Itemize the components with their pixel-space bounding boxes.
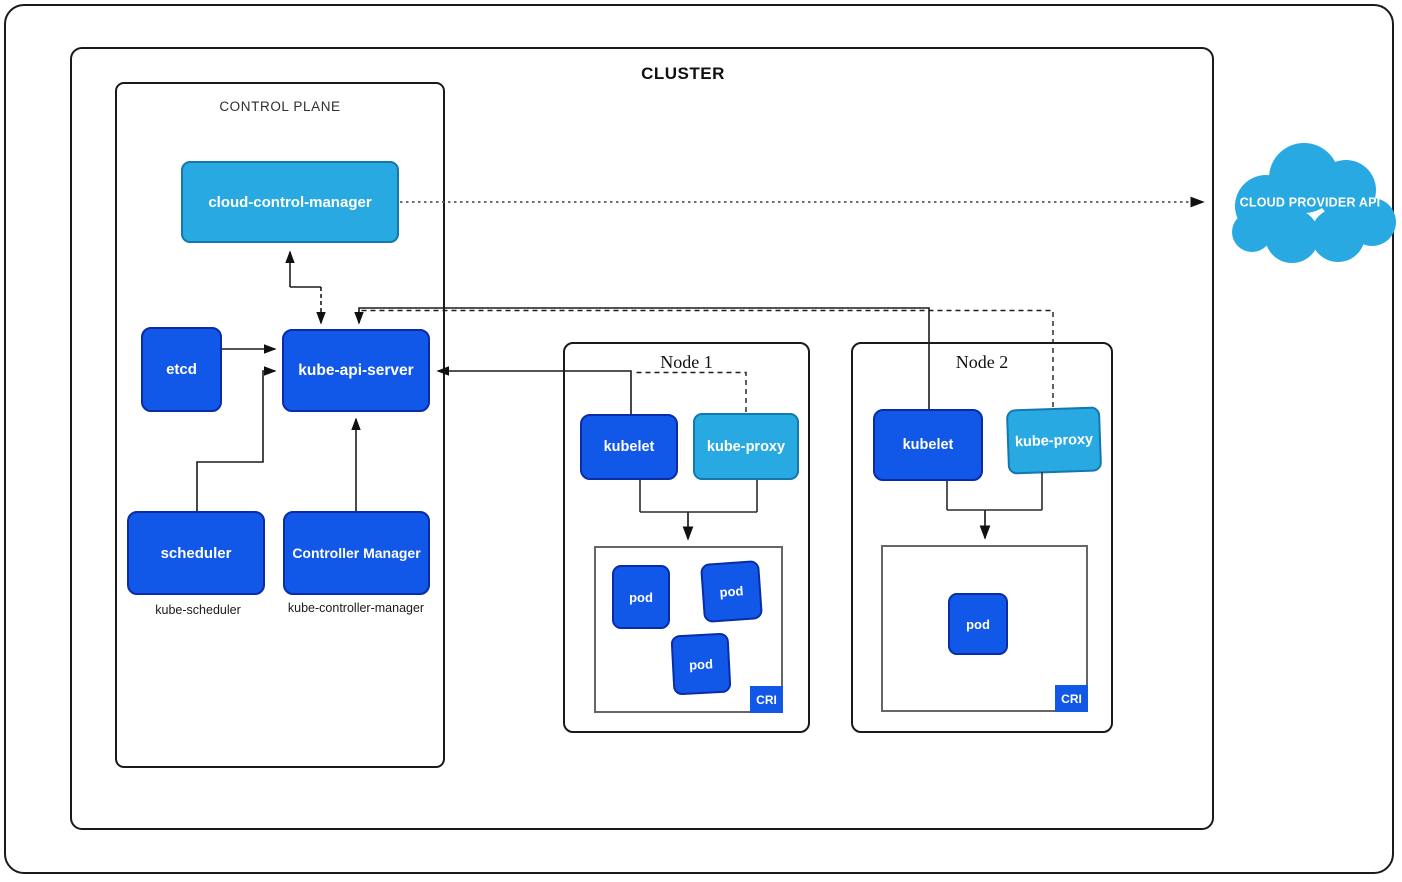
kube-controller-manager-caption: kube-controller-manager [287,601,425,615]
node-1-cri-badge: CRI [750,686,783,713]
node-1-pod-1: pod [612,565,670,629]
control-plane-box: CONTROL PLANE [115,82,445,768]
node-2-cri-badge: CRI [1055,685,1088,712]
node-1-kubelet-box: kubelet [580,414,678,480]
node-2-pod-1: pod [948,593,1008,655]
kube-api-server-box: kube-api-server [282,329,430,412]
cluster-box: CLUSTER [70,47,1214,830]
node-2-kubelet-box: kubelet [873,409,983,481]
controller-manager-box: Controller Manager [283,511,430,595]
etcd-box: etcd [141,327,222,412]
scheduler-box: scheduler [127,511,265,595]
control-plane-title: CONTROL PLANE [219,99,341,114]
cloud-provider-api: CLOUD PROVIDER API [1222,140,1398,266]
node-1-pod-3: pod [670,632,732,696]
cloud-shape [1232,143,1396,263]
node-1-kube-proxy-box: kube-proxy [693,413,799,480]
kube-scheduler-caption: kube-scheduler [155,603,241,617]
node-2-kube-proxy-box: kube-proxy [1005,406,1103,475]
cloud-provider-api-label: CLOUD PROVIDER API [1239,195,1381,210]
cluster-label: CLUSTER [641,64,725,83]
cloud-control-manager-box: cloud-control-manager [181,161,399,243]
node-1-pod-2: pod [700,560,763,623]
node-2-title: Node 2 [955,352,1009,372]
node-1-title: Node 1 [660,352,713,372]
outer-frame [4,4,1394,874]
